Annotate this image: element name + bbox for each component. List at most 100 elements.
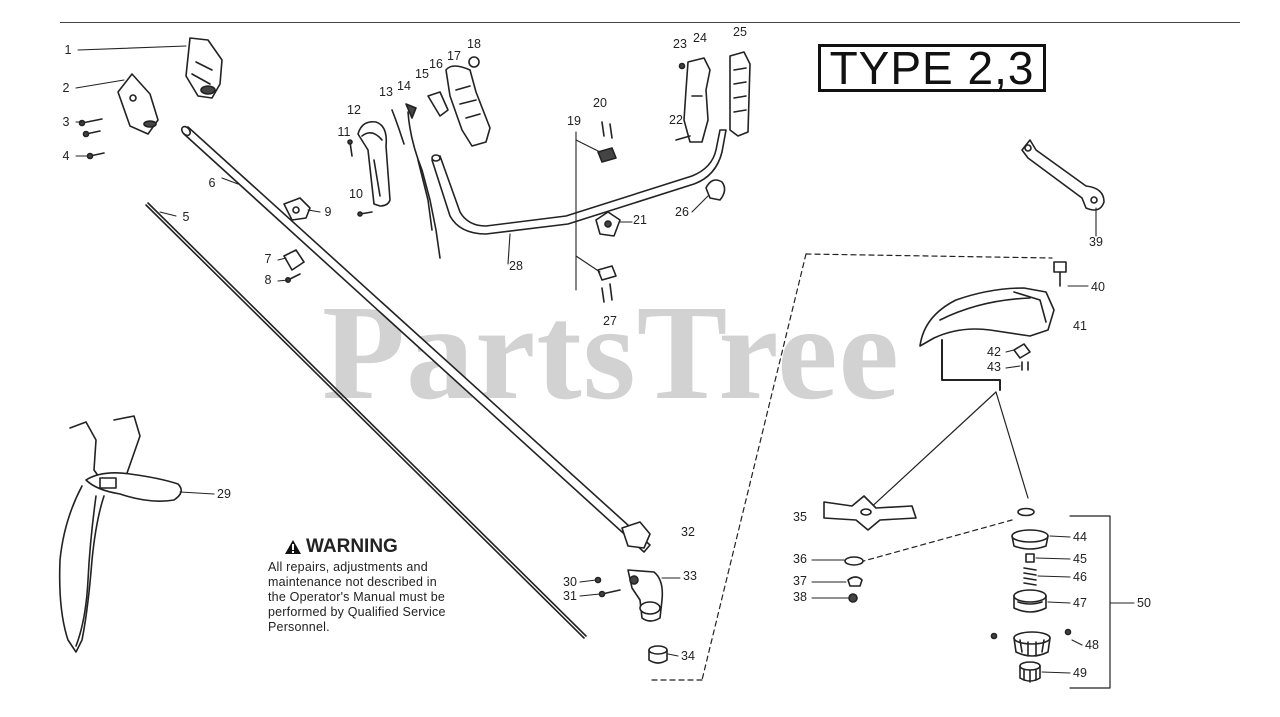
callout-7: 7: [265, 252, 272, 266]
callout-2: 2: [63, 81, 70, 95]
type-label-box: TYPE 2,3: [818, 44, 1046, 92]
warning-line: performed by Qualified Service: [268, 605, 446, 619]
callout-leader: [575, 139, 601, 153]
leader-2: [75, 79, 125, 89]
callout-47: 47: [1073, 596, 1087, 610]
leader-46: [1037, 575, 1071, 578]
leader-7: [277, 257, 287, 261]
leader-47: [1047, 601, 1071, 604]
part-23-screw: [678, 62, 686, 70]
part-48-head-cover: [990, 628, 1072, 657]
part-28-handlebar: [431, 129, 727, 235]
leader-30: [579, 579, 597, 583]
callout-14: 14: [397, 79, 411, 93]
callout-35: 35: [793, 510, 807, 524]
guard-bracket-lines: [941, 339, 1001, 391]
callout-46: 46: [1073, 570, 1087, 584]
part-8-screw: [284, 273, 301, 283]
callout-17: 17: [447, 49, 461, 63]
part-35-blade: [823, 495, 917, 531]
part-14-cable-end: [405, 103, 417, 119]
part-44-head-hub: [1011, 529, 1049, 550]
callout-44: 44: [1073, 530, 1087, 544]
leader-45: [1035, 557, 1071, 560]
leader-49: [1041, 671, 1071, 674]
part-47-spool: [1013, 589, 1047, 613]
part-34-cap: [648, 645, 668, 664]
callout-5: 5: [183, 210, 190, 224]
top-rule: [60, 22, 1240, 23]
part-1-cover: [185, 37, 223, 99]
callout-49: 49: [1073, 666, 1087, 680]
assembly-dashed-outline: [651, 253, 1053, 681]
warning-triangle-icon: [285, 540, 301, 554]
leader-48: [1071, 639, 1083, 646]
callout-11: 11: [338, 125, 351, 139]
callout-18: 18: [467, 37, 481, 51]
callout-38: 38: [793, 590, 807, 604]
callout-39: 39: [1089, 235, 1103, 249]
callout-27: 27: [603, 314, 617, 328]
part-3-screws: [78, 118, 103, 138]
callout-16: 16: [429, 57, 443, 71]
callout-28: 28: [509, 259, 523, 273]
leader-5: [159, 211, 177, 217]
callout-37: 37: [793, 574, 807, 588]
callout-22: 22: [669, 113, 683, 127]
leader-29: [179, 491, 215, 495]
part-6-shaft-tube: [180, 125, 651, 553]
part-32-bracket: [621, 521, 651, 549]
callout-40: 40: [1091, 280, 1105, 294]
callout-29: 29: [217, 487, 231, 501]
part-9-clamp: [283, 197, 311, 221]
part-44-head-washer: [1017, 507, 1035, 517]
leader-42: [1005, 349, 1015, 353]
part-4-screw: [86, 152, 105, 160]
callout-6: 6: [209, 176, 216, 190]
callout-leader: [575, 255, 601, 273]
part-49-knob: [1019, 661, 1041, 683]
part-11-screw: [347, 139, 353, 157]
callout-12: 12: [347, 103, 361, 117]
callout-23: 23: [673, 37, 687, 51]
part-18-knob: [468, 56, 480, 68]
callout-42: 42: [987, 345, 1001, 359]
part-27-screw: [601, 283, 613, 303]
leader-31: [579, 593, 601, 597]
part-7-clip: [283, 249, 305, 271]
part-19-handlebar-clamp: [597, 147, 617, 281]
leader-34: [667, 653, 679, 657]
warning-line: the Operator's Manual must be: [268, 590, 446, 604]
callout-9: 9: [325, 205, 332, 219]
part-45-eyelet: [1025, 553, 1035, 563]
part-15-lever: [427, 91, 449, 117]
callout-13: 13: [379, 85, 393, 99]
part-39-wrench: [1021, 139, 1105, 211]
callout-8: 8: [265, 273, 272, 287]
part-13-cable: [391, 109, 441, 259]
part-42-clip: [1013, 343, 1031, 359]
leader-9: [307, 209, 321, 213]
leader-28: [507, 233, 511, 265]
callout-33: 33: [683, 569, 697, 583]
callout-30: 30: [563, 575, 577, 589]
callout-leader-lines: [75, 45, 1135, 674]
part-33-gear-head: [627, 569, 664, 622]
part-29-harness: [58, 415, 182, 653]
callout-15: 15: [415, 67, 429, 81]
part-38-nut: [848, 593, 858, 603]
callout-25: 25: [733, 25, 747, 39]
part-20-screw: [601, 121, 613, 139]
part-17-rear-handle: [445, 65, 491, 147]
part-26-clip: [705, 179, 726, 201]
leader-26: [691, 195, 709, 213]
part-21-bracket: [595, 211, 621, 237]
callout-10: 10: [349, 187, 363, 201]
part-10-screw: [357, 211, 373, 217]
part-36-washer: [844, 556, 864, 566]
callout-4: 4: [63, 149, 70, 163]
callout-21: 21: [633, 213, 647, 227]
part-2-plate: [117, 73, 159, 135]
